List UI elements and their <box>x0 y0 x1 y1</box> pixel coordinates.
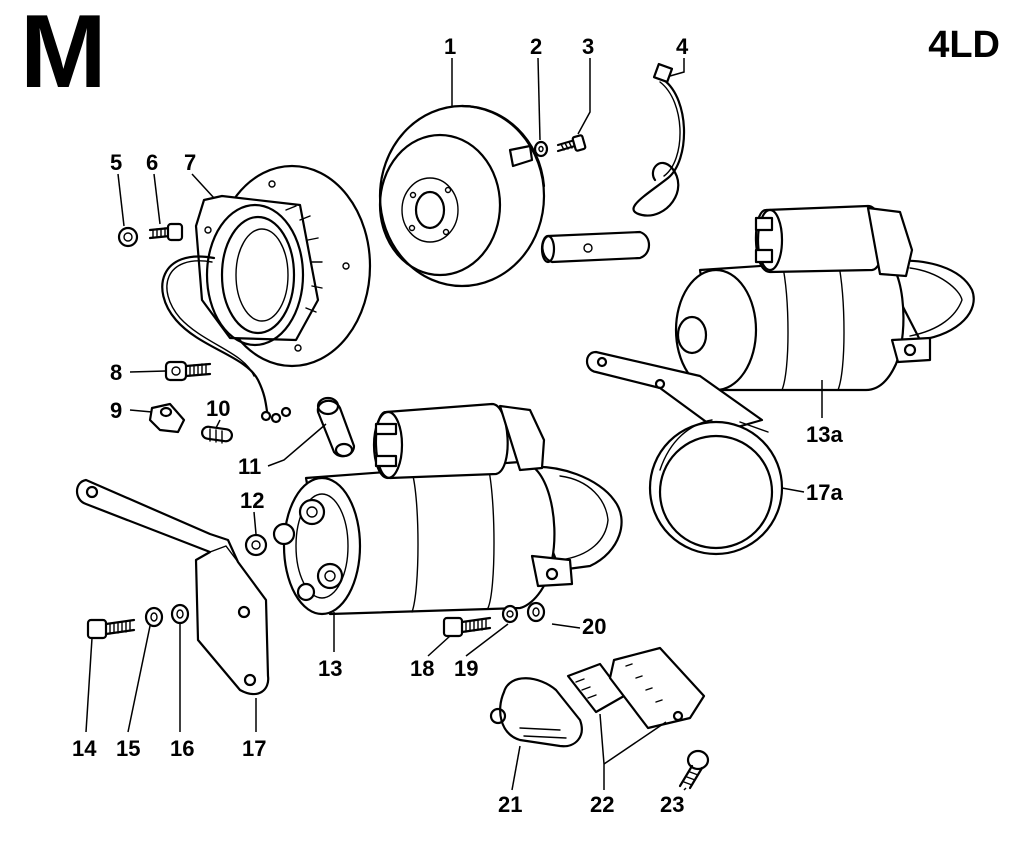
nut-20 <box>526 601 546 623</box>
callout-12: 12 <box>240 488 264 513</box>
callout-18: 18 <box>410 656 434 681</box>
terminal-cover-21 <box>489 677 583 748</box>
screw-23 <box>678 749 710 790</box>
nut-5 <box>117 226 139 248</box>
callout-16: 16 <box>170 736 194 761</box>
callout-15: 15 <box>116 736 140 761</box>
cable-clip-9 <box>148 402 186 434</box>
callout-2: 2 <box>530 34 542 59</box>
washer-2 <box>533 140 549 158</box>
bolt-8 <box>164 360 212 382</box>
bolt-18 <box>442 616 492 638</box>
callout-17a: 17a <box>806 480 843 505</box>
callout-labels: 1 2 3 4 5 6 7 8 9 10 11 12 13 13a 14 15 … <box>72 34 843 817</box>
nut-12 <box>244 533 268 557</box>
model-code: 4LD <box>928 24 1000 66</box>
connector-boot-11 <box>316 396 356 458</box>
washer-15 <box>144 606 164 628</box>
section-letter: M <box>20 0 107 110</box>
stator-wire <box>161 255 292 424</box>
screw-6 <box>148 222 184 242</box>
callout-3: 3 <box>582 34 594 59</box>
callout-23: 23 <box>660 792 684 817</box>
callout-22: 22 <box>590 792 614 817</box>
callout-4: 4 <box>676 34 689 59</box>
sleeve-10 <box>200 425 234 444</box>
callout-7: 7 <box>184 150 196 175</box>
screw-3 <box>556 134 587 153</box>
callout-8: 8 <box>110 360 122 385</box>
callout-14: 14 <box>72 736 97 761</box>
voltage-regulator-22 <box>566 646 706 730</box>
starter-motor-13a <box>674 204 975 392</box>
callout-6: 6 <box>146 150 158 175</box>
washer-19 <box>501 604 519 624</box>
callout-9: 9 <box>110 398 122 423</box>
leader-lines <box>85 57 823 791</box>
callout-13a: 13a <box>806 422 843 447</box>
flywheel-pulley <box>378 104 546 288</box>
callout-10: 10 <box>206 396 230 421</box>
callout-19: 19 <box>454 656 478 681</box>
callout-5: 5 <box>110 150 122 175</box>
callout-1: 1 <box>444 34 456 59</box>
starter-motor-13 <box>272 402 623 616</box>
sensor-cable <box>540 62 686 264</box>
callout-21: 21 <box>498 792 522 817</box>
bolt-14 <box>86 618 136 640</box>
alternator-stator <box>194 164 372 368</box>
washer-16 <box>170 603 190 625</box>
callout-20: 20 <box>582 614 606 639</box>
callout-11: 11 <box>238 454 261 479</box>
mounting-bracket-17 <box>75 478 270 696</box>
callout-13: 13 <box>318 656 342 681</box>
callout-17: 17 <box>242 736 266 761</box>
